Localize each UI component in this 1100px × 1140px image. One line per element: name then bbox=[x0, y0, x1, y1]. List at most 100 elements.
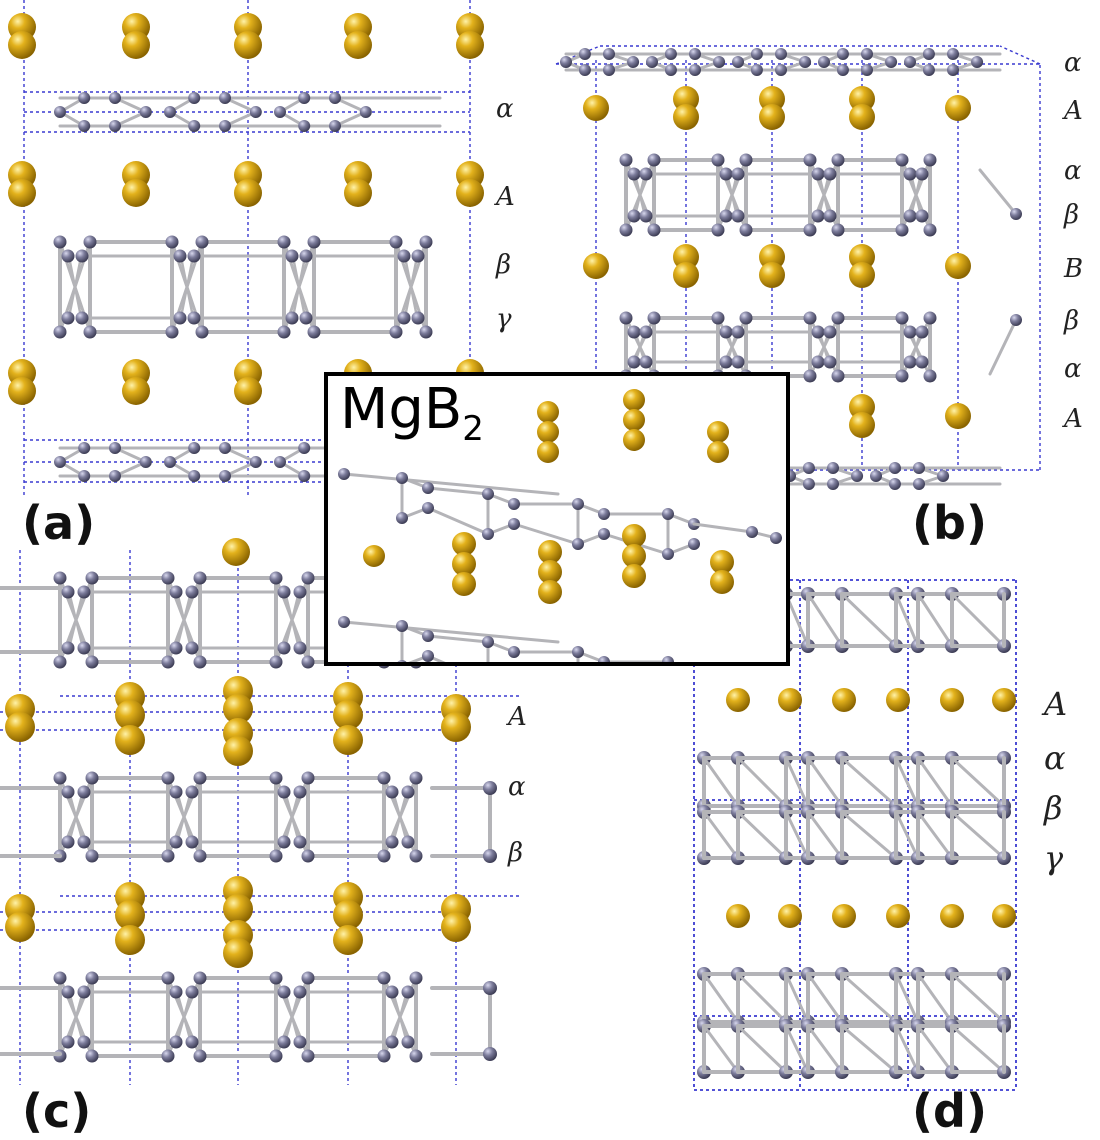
boron-atom bbox=[831, 223, 845, 237]
boron-atom bbox=[904, 56, 916, 68]
bond bbox=[736, 810, 788, 860]
boron-atom bbox=[193, 655, 207, 669]
boron-atom bbox=[396, 620, 408, 632]
boron-atom bbox=[249, 106, 262, 118]
boron-atom bbox=[169, 835, 183, 849]
boron-atom bbox=[811, 209, 825, 223]
boron-atom bbox=[385, 785, 399, 799]
magnesium-atom bbox=[583, 253, 609, 279]
magnesium-atom bbox=[886, 688, 910, 712]
magnesium-atom bbox=[223, 736, 253, 766]
boron-atom bbox=[731, 209, 745, 223]
boron-atom bbox=[803, 223, 817, 237]
boron-atom bbox=[165, 325, 179, 339]
boron-atom bbox=[508, 518, 520, 530]
magnesium-atom bbox=[441, 912, 471, 942]
boron-atom bbox=[173, 311, 187, 325]
bond bbox=[950, 592, 1006, 648]
boron-atom bbox=[277, 835, 291, 849]
boron-atom bbox=[719, 209, 733, 223]
boron-atom bbox=[422, 630, 434, 642]
bond bbox=[426, 634, 490, 644]
panel-b-layer-label: β bbox=[1064, 200, 1080, 230]
boron-atom bbox=[397, 660, 407, 662]
magnesium-atom bbox=[886, 904, 910, 928]
magnesium-atom bbox=[759, 104, 785, 130]
boron-atom bbox=[161, 771, 175, 785]
bond bbox=[916, 592, 954, 648]
boron-atom bbox=[739, 223, 753, 237]
boron-atom bbox=[109, 442, 121, 454]
magnesium-atom bbox=[344, 179, 372, 207]
bond bbox=[840, 592, 898, 648]
boron-atom bbox=[851, 470, 864, 482]
boron-atom bbox=[818, 56, 830, 68]
magnesium-atom bbox=[778, 688, 802, 712]
boron-atom bbox=[750, 64, 763, 76]
boron-atom bbox=[836, 48, 849, 60]
boron-atom bbox=[827, 462, 839, 474]
boron-atom bbox=[823, 209, 837, 223]
boron-atom bbox=[578, 64, 591, 76]
boron-atom bbox=[639, 325, 653, 339]
boron-atom bbox=[109, 92, 121, 104]
boron-atom bbox=[482, 488, 494, 500]
boron-atom bbox=[169, 1035, 183, 1049]
boron-atom bbox=[401, 785, 415, 799]
panel-b-layer-label: A bbox=[1064, 404, 1083, 434]
panel-b-layer-label: α bbox=[1064, 354, 1082, 384]
boron-atom bbox=[937, 470, 950, 482]
panel-b-label: (b) bbox=[912, 496, 987, 550]
boron-atom bbox=[409, 771, 423, 785]
boron-atom bbox=[277, 585, 291, 599]
bond bbox=[806, 972, 844, 1024]
boron-atom bbox=[307, 325, 321, 339]
boron-atom bbox=[397, 249, 411, 263]
mgb2-inset: MgB2 bbox=[324, 372, 790, 666]
boron-atom bbox=[619, 311, 633, 325]
magnesium-atom bbox=[115, 925, 145, 955]
bond bbox=[894, 756, 920, 808]
magnesium-atom bbox=[538, 540, 562, 564]
magnesium-atom bbox=[849, 244, 875, 270]
bond bbox=[736, 756, 788, 808]
bond bbox=[426, 506, 490, 536]
boron-atom bbox=[377, 771, 391, 785]
boron-atom bbox=[185, 1035, 199, 1049]
boron-atom bbox=[831, 153, 845, 167]
boron-atom bbox=[662, 656, 674, 662]
boron-atom bbox=[161, 571, 175, 585]
boron-atom bbox=[811, 325, 825, 339]
boron-atom bbox=[185, 985, 199, 999]
boron-atom bbox=[746, 526, 758, 538]
magnesium-atom bbox=[5, 712, 35, 742]
magnesium-atom bbox=[849, 262, 875, 288]
magnesium-atom bbox=[333, 900, 363, 930]
boron-atom bbox=[572, 538, 584, 550]
boron-atom bbox=[1010, 314, 1022, 326]
magnesium-atom bbox=[115, 900, 145, 930]
boron-atom bbox=[903, 355, 917, 369]
magnesium-atom bbox=[115, 700, 145, 730]
boron-atom bbox=[923, 311, 937, 325]
boron-atom bbox=[285, 249, 299, 263]
bond bbox=[916, 972, 954, 1024]
boron-atom bbox=[560, 56, 572, 68]
magnesium-atom bbox=[707, 421, 729, 443]
boron-atom bbox=[823, 325, 837, 339]
mgb2-inset-structure bbox=[338, 389, 782, 662]
boron-atom bbox=[572, 646, 584, 658]
bond bbox=[950, 756, 1006, 808]
boron-atom bbox=[85, 571, 99, 585]
bond bbox=[784, 972, 810, 1024]
magnesium-atom bbox=[222, 538, 250, 566]
boron-atom bbox=[711, 311, 725, 325]
boron-atom bbox=[78, 470, 91, 482]
magnesium-atom bbox=[333, 725, 363, 755]
boron-atom bbox=[193, 849, 207, 863]
boron-atom bbox=[219, 442, 231, 454]
bond bbox=[702, 810, 740, 860]
boron-atom bbox=[739, 311, 753, 325]
boron-atom bbox=[396, 472, 408, 484]
boron-atom bbox=[422, 650, 434, 662]
